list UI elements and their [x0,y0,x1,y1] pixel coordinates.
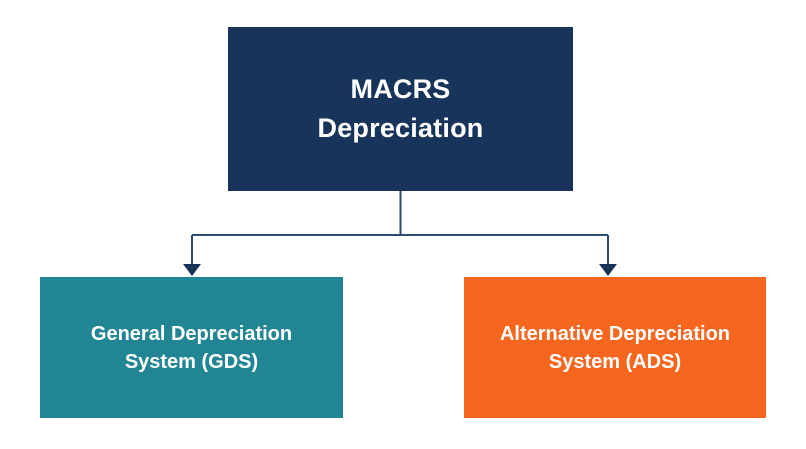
node-macrs-depreciation: MACRS Depreciation [228,27,573,191]
down-arrowhead-right-icon [599,264,617,276]
node-macrs-line-1: MACRS [350,74,451,104]
down-arrowhead-left-icon [183,264,201,276]
node-gds-line-1: General Depreciation [90,322,293,345]
node-ads-line-2: System (ADS) [548,350,682,373]
node-alternative-depreciation-system: Alternative Depreciation System (ADS) [464,277,766,418]
node-ads-line-1: Alternative Depreciation [499,322,731,345]
node-gds-line-2: System (GDS) [124,350,259,373]
node-macrs-line-2: Depreciation [317,113,484,143]
node-general-depreciation-system: General Depreciation System (GDS) [40,277,343,418]
